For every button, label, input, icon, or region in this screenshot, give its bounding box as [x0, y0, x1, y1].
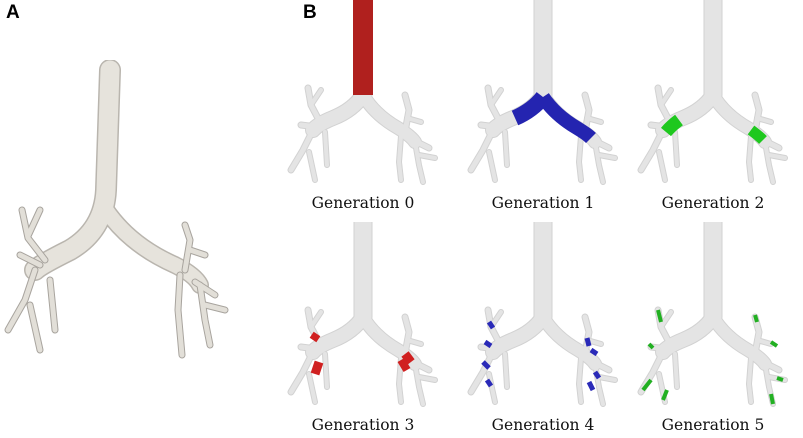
- generation-1-panel: Generation 1: [463, 0, 623, 215]
- airway-segment-13: [397, 356, 403, 404]
- airway-segment-8: [659, 88, 673, 107]
- generation-1-tree: [467, 0, 618, 185]
- airway-segment-4: [648, 344, 670, 352]
- generation-4-highlight-7: [586, 380, 596, 392]
- airway-segment-9: [402, 92, 412, 135]
- airway-segment-4: [298, 344, 320, 352]
- airway-segment-6: [307, 150, 317, 182]
- airway-segment-12: [413, 140, 425, 184]
- airway-segment-14: [417, 153, 437, 160]
- airway-segment-7: [323, 130, 329, 167]
- generation-2-tree: [637, 0, 788, 185]
- generation-5-highlight-6: [769, 393, 775, 405]
- generation-2-highlight-1: [747, 125, 767, 144]
- generation-4-highlight-5: [589, 347, 599, 357]
- airway-segment-8: [309, 310, 323, 329]
- generation-4-caption: Generation 4: [491, 416, 595, 434]
- generation-3-panel: Generation 3: [283, 222, 443, 437]
- generation-3-tree: [287, 222, 438, 407]
- generation-4-panel: Generation 4: [463, 222, 623, 437]
- airway-segment-7: [323, 352, 329, 389]
- generation-4-highlight-0: [486, 320, 496, 330]
- airway-segment-10: [755, 338, 773, 346]
- generation-4-highlight-3: [484, 378, 494, 388]
- generation-5-caption: Generation 5: [661, 416, 765, 434]
- airway-segment-4: [298, 122, 320, 130]
- generation-0-tree: [287, 0, 438, 185]
- airway-segment-8: [659, 310, 673, 329]
- generation-3-highlight-0: [309, 331, 321, 343]
- airway-segment-5: [468, 349, 496, 395]
- panel-b-label: B: [303, 2, 317, 23]
- airway-segment-13: [577, 356, 583, 404]
- generation-0-caption: Generation 0: [311, 194, 415, 212]
- generation-3-highlight-1: [310, 360, 324, 376]
- generation-3-caption: Generation 3: [311, 416, 415, 434]
- generation-5-panel: Generation 5: [633, 222, 793, 437]
- generation-2-caption: Generation 2: [661, 194, 765, 212]
- airway-segment-5: [288, 349, 316, 395]
- generation-1-caption: Generation 1: [491, 194, 595, 212]
- airway-segment-6: [487, 150, 497, 182]
- generation-5-highlight-1: [647, 342, 655, 350]
- airway-segment-7: [673, 352, 679, 389]
- generation-3-highlight-2: [401, 351, 415, 365]
- airway-segment-7: [673, 130, 679, 167]
- generation-2-panel: Generation 2: [633, 0, 793, 215]
- airway-segment-13: [397, 134, 403, 182]
- airway-segment-13: [747, 134, 753, 182]
- generation-2-highlight-0: [661, 114, 683, 137]
- airway-segment-6: [487, 372, 497, 404]
- airway-segment-4: [478, 122, 500, 130]
- generation-4-highlight-1: [483, 339, 493, 349]
- generation-5-highlight-2: [641, 378, 653, 392]
- airway-segment-5: [288, 127, 316, 173]
- airway-segment-13: [577, 134, 583, 182]
- generation-5-highlight-3: [661, 389, 669, 401]
- generation-0-panel: Generation 0: [283, 0, 443, 215]
- airway-segment-10: [405, 116, 423, 124]
- airway-segment-12: [593, 140, 605, 184]
- airway-segment-12: [763, 140, 775, 184]
- airway-segment-7: [503, 130, 509, 167]
- airway-segment-6: [657, 150, 667, 182]
- generation-5-highlight-5: [769, 340, 779, 348]
- airway-segment-8: [489, 88, 503, 107]
- generation-5-tree: [637, 222, 788, 407]
- airway-segment-9: [582, 314, 592, 357]
- generation-4-highlight-4: [584, 337, 592, 347]
- airway-tree-model: [4, 60, 229, 359]
- generation-1-highlight-1: [537, 92, 596, 144]
- generation-4-highlight-6: [592, 370, 602, 380]
- panel-a-label: A: [6, 2, 20, 23]
- generation-4-highlight-2: [481, 360, 491, 370]
- airway-segment-14: [597, 153, 617, 160]
- airway-segment-4: [478, 344, 500, 352]
- airway-segment-7: [503, 352, 509, 389]
- airway-segment-12: [413, 362, 425, 406]
- airway-segment-9: [402, 314, 412, 357]
- airway-segment-10: [405, 338, 423, 346]
- airway-segment-10: [585, 116, 603, 124]
- airway-segment-13: [747, 356, 753, 404]
- airway-segment-14: [597, 375, 617, 382]
- airway-segment-5: [468, 127, 496, 173]
- airway-segment-5: [638, 127, 666, 173]
- generation-4-tree: [467, 222, 618, 407]
- generation-3-highlight-3: [397, 357, 411, 373]
- generation-5-highlight-0: [656, 309, 663, 323]
- airway-segment-14: [417, 375, 437, 382]
- airway-segment-8: [309, 88, 323, 107]
- airway-segment-10: [755, 116, 773, 124]
- airway-segment-14: [767, 153, 787, 160]
- airway-segment-9: [752, 92, 762, 135]
- airway-segment-9: [582, 92, 592, 135]
- airway-segment-6: [307, 372, 317, 404]
- generation-5-highlight-4: [753, 314, 759, 323]
- generation-5-highlight-7: [776, 376, 784, 382]
